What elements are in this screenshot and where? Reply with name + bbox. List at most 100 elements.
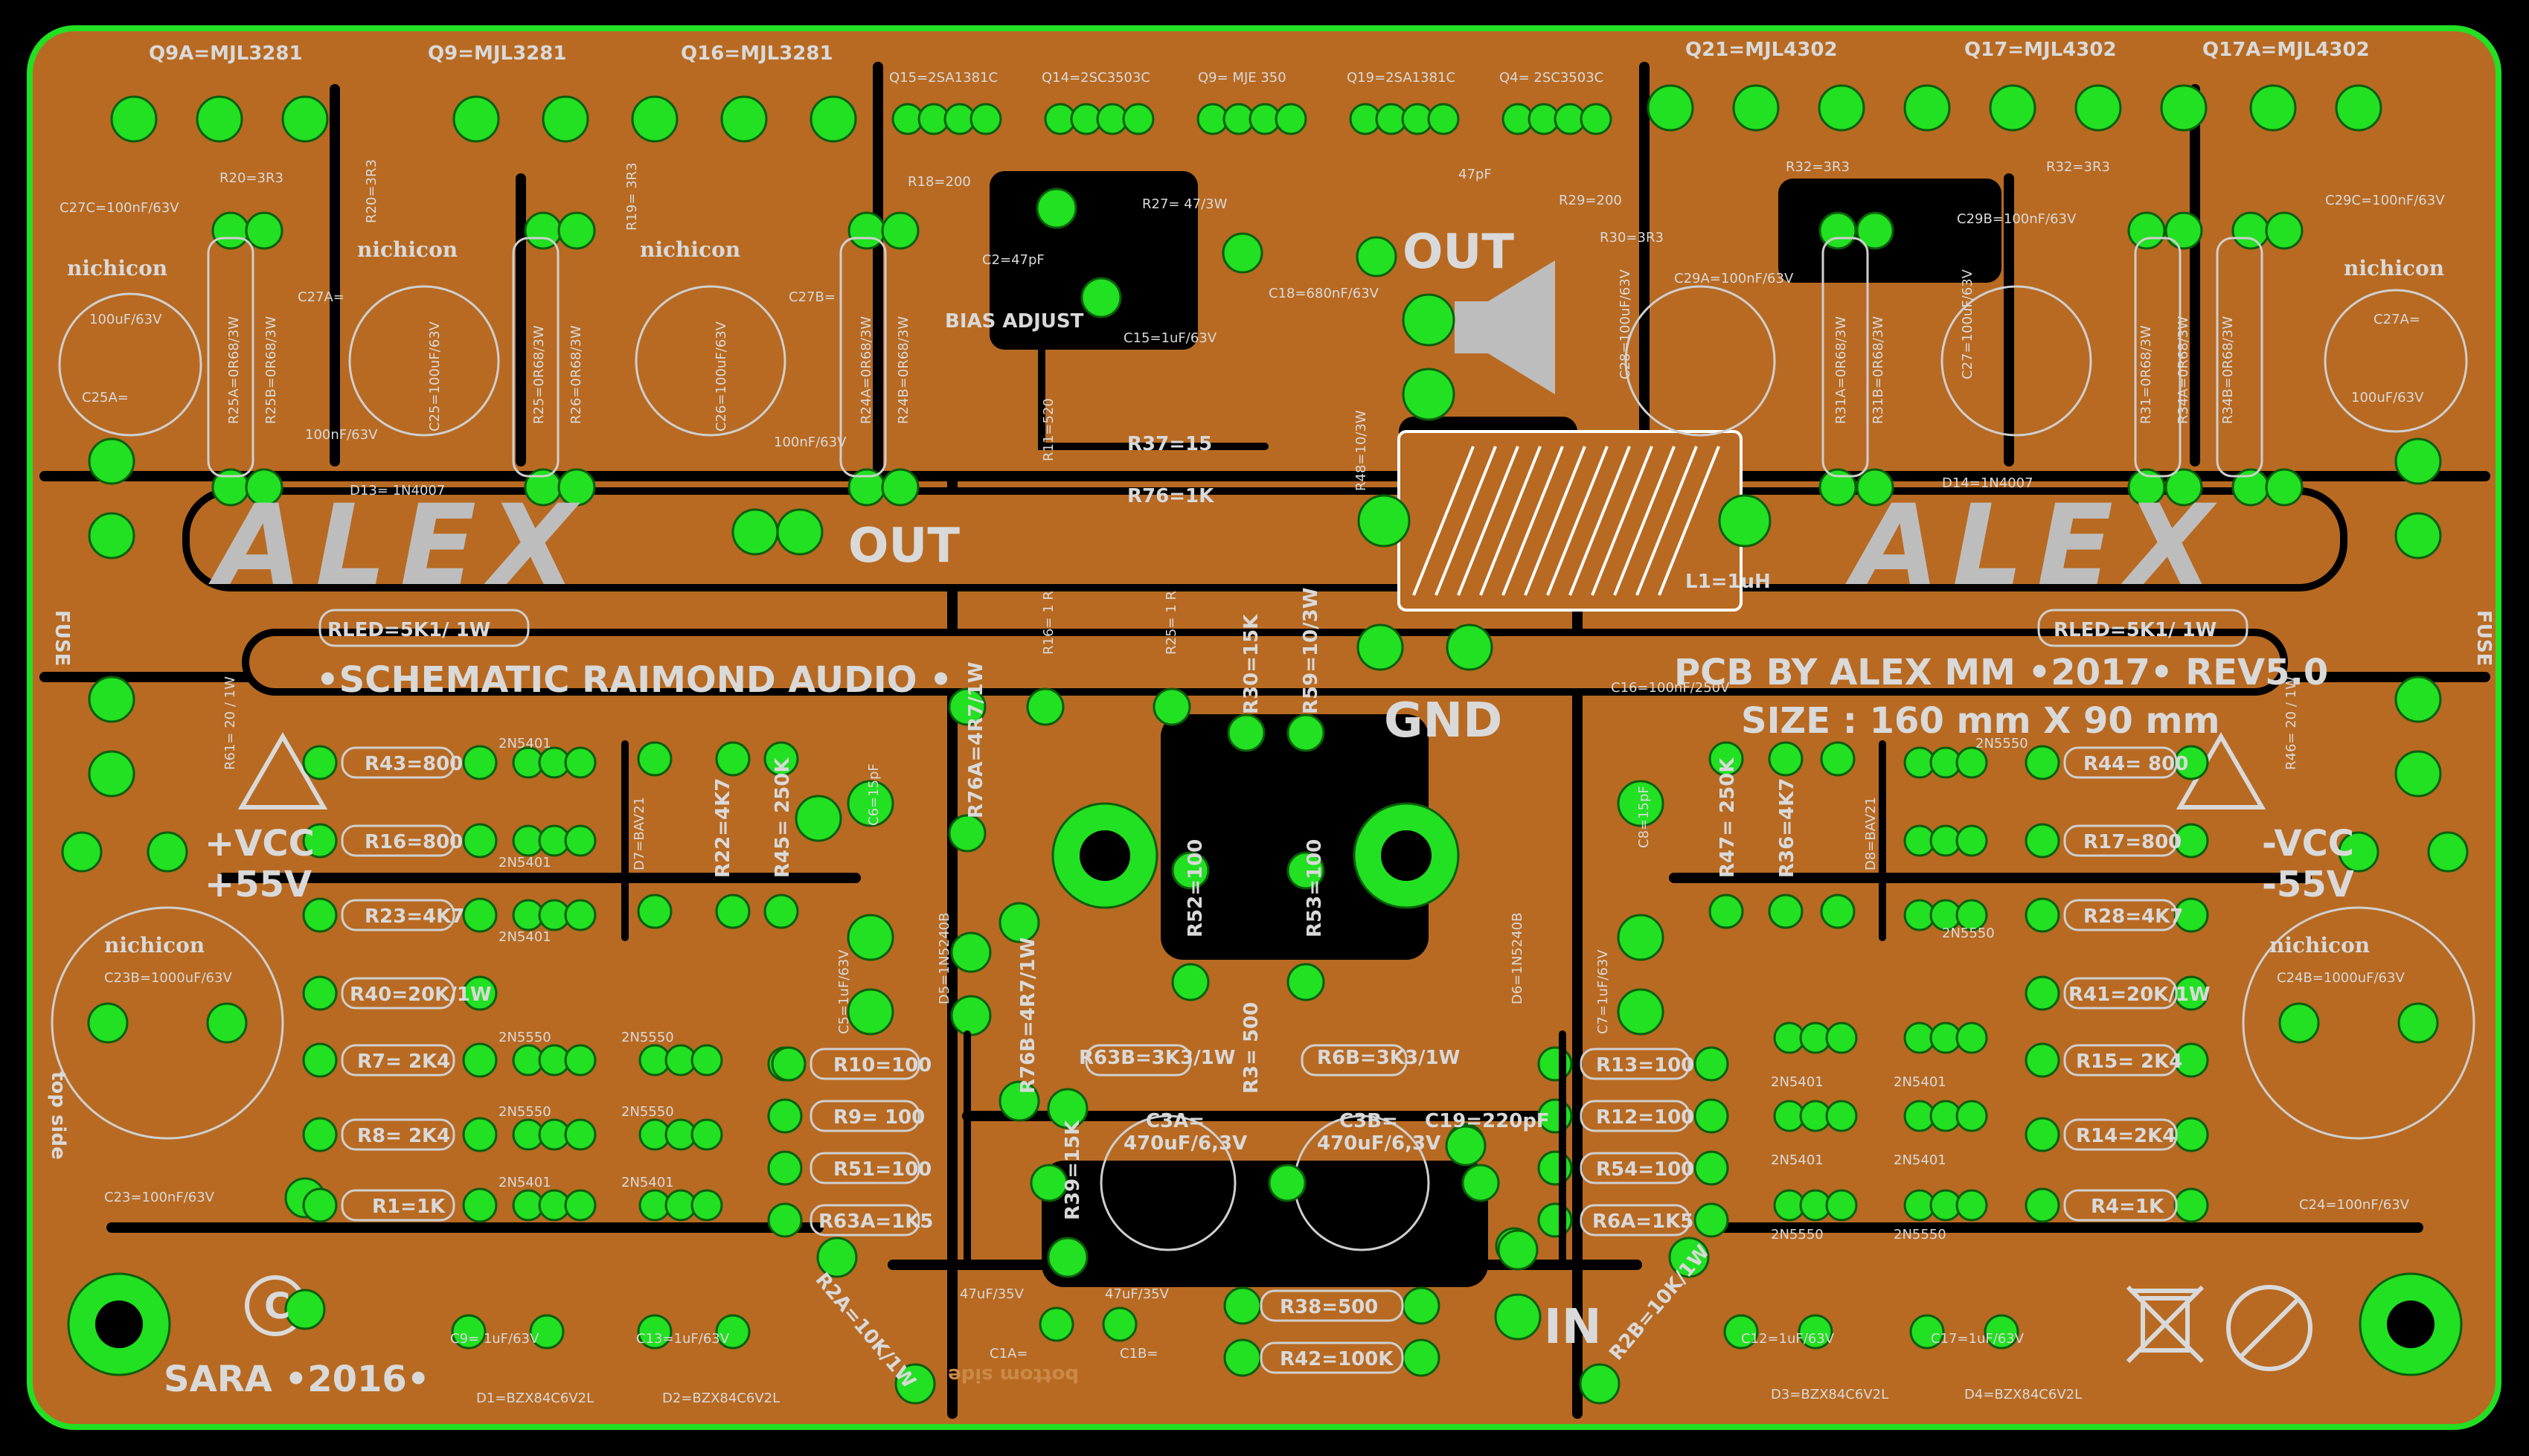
transistor-small-ref: 2N5550: [1771, 1227, 1824, 1242]
capacitor-ref: C17=1uF/63V: [1931, 1331, 2025, 1347]
diode-ref: D1=BZX84C6V2L: [476, 1391, 594, 1406]
vcc-pos-label-2: +55V: [205, 864, 312, 905]
resistor-ref: R8= 2K4: [357, 1125, 450, 1147]
resistor-ref: R26=0R68/3W: [568, 325, 584, 424]
driver-transistor-pads: [891, 103, 1612, 135]
diode-ref: D4=BZX84C6V2L: [1964, 1387, 2082, 1402]
capacitor-ref: C25A=: [82, 390, 129, 405]
diode-ref: D14=1N4007: [1942, 475, 2033, 491]
resistor-ref: R29=200: [1559, 193, 1622, 208]
resistor-ref: R7= 2K4: [357, 1051, 450, 1073]
transistor-pads-top: [110, 84, 2382, 143]
capacitor-ref: 470uF/6,3V: [1317, 1132, 1440, 1155]
resistor-ref: R32=3R3: [2046, 159, 2110, 175]
transistor-ref: Q17=MJL4302: [1964, 39, 2117, 61]
recycle-bin-icon: [2126, 1285, 2205, 1364]
resistor-ref: R23=4K7: [365, 905, 464, 928]
in-label: IN: [1544, 1300, 1601, 1355]
capacitor-ref: C27=100uF/63V: [1960, 269, 1975, 379]
transistor-small-ref: 2N5401: [1771, 1074, 1824, 1090]
resistor-ref: R63A=1K5: [818, 1210, 933, 1233]
speaker-icon: [1455, 260, 1555, 394]
capacitor-ref: C28=100uF/63V: [1618, 269, 1633, 379]
resistor-ref: R6B=3K3/1W: [1317, 1047, 1460, 1069]
resistor-ref: R25= 1 R: [1164, 591, 1179, 655]
capacitor-ref: 470uF/6,3V: [1124, 1132, 1247, 1155]
pcb-by-title: PCB BY ALEX MM •2017• REV5.0: [1674, 652, 2328, 693]
resistor-ref: R16= 1 R: [1041, 591, 1057, 655]
size-title: SIZE : 160 mm X 90 mm: [1741, 700, 2220, 742]
transistor-small-ref: 2N5550: [1894, 1227, 1946, 1242]
transistor-ref: Q19=2SA1381C: [1347, 70, 1455, 86]
capacitor-ref: C5=1uF/63V: [836, 949, 852, 1034]
vcc-pos-label-1: +VCC: [205, 823, 315, 865]
transistor-ref: Q21=MJL4302: [1685, 39, 1838, 61]
transistor-ref: Q17A=MJL4302: [2202, 39, 2370, 61]
resistor-ref: R17=800: [2083, 831, 2182, 853]
resistor-ref: R25A=0R68/3W: [226, 316, 242, 424]
resistor-ref: R1=1K: [372, 1196, 446, 1218]
transistor-ref: Q9=MJL3281: [428, 42, 566, 65]
resistor-ref: R31B=0R68/3W: [1871, 316, 1886, 424]
top-side-label: top side: [47, 1071, 69, 1160]
left-resistor-pads: [302, 741, 803, 1238]
resistor-ref: R42=100K: [1280, 1348, 1394, 1370]
resistor-ref: R31A=0R68/3W: [1833, 316, 1849, 424]
capacitor-ref: C25=100uF/63V: [427, 321, 443, 432]
resistor-ref: R10=100: [833, 1054, 932, 1077]
resistor-ref: R14=2K4: [2076, 1125, 2176, 1147]
brand-nichicon-4: nichicon: [2344, 256, 2444, 280]
resistor-ref: R54=100: [1596, 1158, 1694, 1181]
resistor-ref: RLED=5K1/ 1W: [2054, 619, 2217, 641]
resistor-ref: R18=200: [908, 174, 971, 190]
capacitor-ref: C23=100nF/63V: [104, 1190, 215, 1205]
out-left-label: OUT: [848, 519, 960, 574]
logo-right: ALEX: [1845, 481, 2226, 611]
resistor-ref: R37=15: [1127, 433, 1212, 455]
capacitor-ref: C9= 1uF/63V: [450, 1331, 539, 1347]
resistor-ref: R22=4K7: [712, 778, 734, 878]
capacitor-ref: C12=1uF/63V: [1741, 1331, 1835, 1347]
capacitor-ref: 100uF/63V: [2351, 390, 2424, 405]
resistor-ref: R48=10/3W: [1353, 410, 1369, 491]
resistor-ref: R76A=4R7/1W: [965, 661, 987, 818]
capacitor-ref: 47pF: [1458, 167, 1492, 182]
capacitor-ref: C18=680nF/63V: [1269, 286, 1379, 301]
resistor-ref: R47= 250K: [1717, 757, 1739, 878]
resistor-ref: R76=1K: [1127, 485, 1214, 507]
resistor-ref: R4=1K: [2091, 1196, 2164, 1218]
capacitor-ref: 100nF/63V: [305, 427, 378, 443]
resistor-ref: R11=520: [1041, 398, 1057, 461]
logo-left: ALEX: [208, 481, 589, 611]
capacitor-ref: C1A=: [990, 1346, 1028, 1362]
diode-ref: D7=BAV21: [632, 797, 647, 870]
resistor-ref: R19= 3R3: [624, 162, 640, 231]
resistor-ref: R61= 20 / 1W: [222, 676, 238, 770]
transistor-small-ref: 2N5401: [621, 1175, 674, 1190]
resistor-ref: R31=0R68/3W: [2138, 325, 2154, 424]
brand-nichicon-5: nichicon: [104, 933, 205, 958]
gnd-label: GND: [1384, 693, 1502, 748]
bottom-side-label: bottom side: [948, 1364, 1079, 1386]
resistor-ref: R3= 500: [1240, 1002, 1263, 1094]
copyright-letter: C: [264, 1286, 290, 1327]
board-outline: [27, 25, 2501, 1430]
capacitor-ref: C19=220pF: [1425, 1110, 1550, 1132]
resistor-ref: R51=100: [833, 1158, 932, 1181]
resistor-ref: R38=500: [1280, 1296, 1378, 1318]
capacitor-ref: C6=15pF: [866, 763, 882, 826]
component-pads: [61, 187, 2469, 1405]
rail-mid: [242, 629, 2288, 696]
transistor-small-ref: 2N5550: [1975, 736, 2028, 751]
capacitor-ref: C29C=100nF/63V: [2325, 193, 2445, 208]
capacitor-ref: C2=47pF: [982, 252, 1045, 268]
diode-ref: D2=BZX84C6V2L: [662, 1391, 780, 1406]
transistor-small-ref: 2N5401: [1771, 1152, 1824, 1168]
transistor-small-ref: 2N5401: [1894, 1152, 1946, 1168]
copper-traces: [621, 309, 1886, 1269]
vcc-neg-label-1: -VCC: [2262, 823, 2354, 865]
capacitor-ref: 100uF/63V: [89, 312, 162, 327]
capacitor-ref: C8=15pF: [1636, 786, 1652, 848]
resistor-ref: R44= 800: [2083, 753, 2188, 775]
